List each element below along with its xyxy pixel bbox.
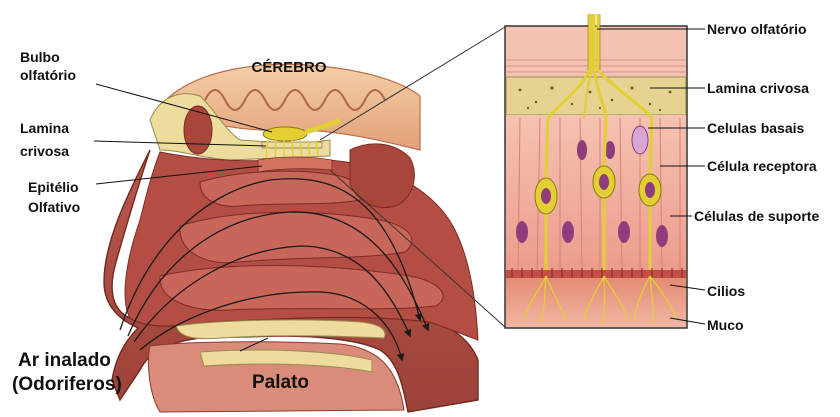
epithelium-detail [505, 14, 687, 328]
mucus-layer [506, 278, 686, 327]
receptor-cell-label: Célula receptora [707, 158, 817, 174]
support-cells-label: Células de suporte [694, 208, 819, 224]
basal-cell [632, 126, 648, 154]
sphenoid-sinus [350, 144, 414, 208]
nasal-cavity-section [104, 64, 478, 412]
inhaled-air-label-line1: Ar inalado [18, 350, 111, 371]
frontal-sinus [184, 106, 212, 154]
inhaled-air-label-line2: (Odoriferos) [12, 374, 122, 395]
olfactory-epithelium-label-line2: Olfativo [28, 199, 80, 215]
cribriform-left-label-line1: Lamina [20, 120, 69, 136]
cilia-label: Cilios [707, 283, 745, 299]
cribriform-left-label-line2: crivosa [20, 143, 69, 159]
olfactory-bulb-label-line2: olfatório [20, 67, 76, 83]
olfactory-epithelium-label-line1: Epitélio [28, 179, 79, 195]
palate-bone [176, 320, 385, 339]
basal-cells-label: Celulas basais [707, 120, 804, 136]
cilia-band [506, 270, 686, 278]
mucus-label: Muco [707, 317, 744, 333]
brain-label: CÉREBRO [251, 59, 326, 76]
olfactory-bulb [263, 127, 307, 141]
palate-label: Palato [252, 372, 309, 393]
olfactory-bulb-label-line1: Bulbo [20, 49, 60, 65]
cribriform-right-label: Lamina crivosa [707, 80, 809, 96]
dural-layer [506, 27, 686, 77]
olfactory-nerve-label: Nervo olfatório [707, 21, 807, 37]
